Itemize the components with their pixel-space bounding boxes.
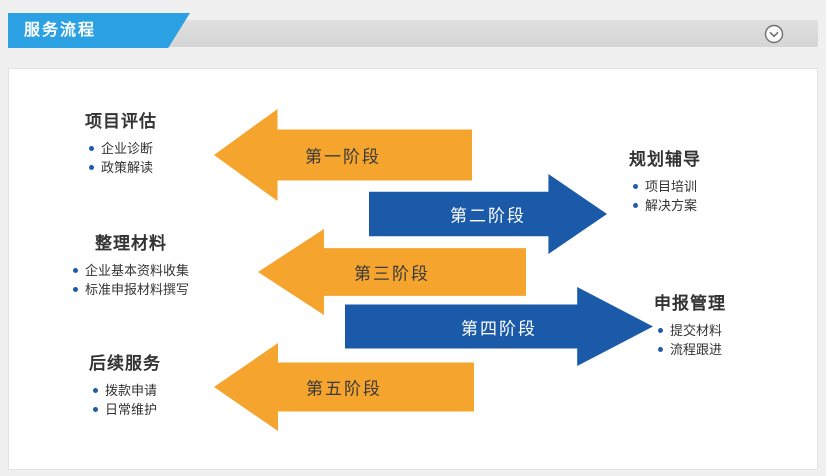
bullet-text: 提交材料 bbox=[669, 323, 722, 338]
right-arrow-shape bbox=[345, 287, 653, 366]
bullet-text: 政策解读 bbox=[100, 160, 153, 175]
stage-bullet-list: 企业基本资料收集 标准申报材料撰写 bbox=[73, 261, 189, 299]
bullet-dot-icon bbox=[92, 407, 98, 412]
flow-panel: 第一阶段 第二阶段 第三阶段 第四阶段 第五阶段 项目评估 企业诊断 政策解读 … bbox=[8, 68, 818, 470]
stage-planning-coaching: 规划辅导 项目培训 解决方案 bbox=[629, 145, 701, 215]
list-item: 企业诊断 bbox=[88, 139, 153, 158]
stage-project-evaluation: 项目评估 企业诊断 政策解读 bbox=[85, 107, 157, 177]
bullet-dot-icon bbox=[88, 146, 94, 151]
bullet-text: 项目培训 bbox=[644, 179, 697, 194]
list-item: 拨款申请 bbox=[92, 381, 157, 400]
stage-application-management: 申报管理 提交材料 流程跟进 bbox=[654, 289, 726, 359]
arrow-phase-4: 第四阶段 bbox=[345, 287, 653, 366]
stage-title: 申报管理 bbox=[654, 294, 726, 313]
bullet-text: 拨款申请 bbox=[104, 383, 157, 398]
bullet-text: 标准申报材料撰写 bbox=[85, 282, 190, 297]
bullet-text: 企业诊断 bbox=[100, 141, 153, 156]
bullet-text: 企业基本资料收集 bbox=[85, 263, 190, 278]
stage-material-preparation: 整理材料 企业基本资料收集 标准申报材料撰写 bbox=[73, 229, 189, 299]
stage-bullet-list: 项目培训 解决方案 bbox=[632, 177, 697, 215]
stage-title: 整理材料 bbox=[95, 234, 167, 253]
chevron-down-circle-icon bbox=[764, 24, 784, 44]
bullet-text: 解决方案 bbox=[644, 198, 697, 213]
list-item: 流程跟进 bbox=[657, 340, 722, 359]
arrow-label: 第三阶段 bbox=[354, 264, 430, 284]
list-item: 项目培训 bbox=[632, 177, 697, 196]
section-title-tab: 服务流程 bbox=[8, 13, 190, 48]
list-item: 提交材料 bbox=[657, 321, 722, 340]
list-item: 政策解读 bbox=[88, 158, 153, 177]
arrow-label: 第五阶段 bbox=[306, 379, 382, 399]
arrow-phase-5: 第五阶段 bbox=[214, 343, 474, 431]
stage-bullet-list: 拨款申请 日常维护 bbox=[92, 381, 157, 419]
list-item: 日常维护 bbox=[92, 400, 157, 419]
stage-follow-up-service: 后续服务 拨款申请 日常维护 bbox=[89, 349, 161, 419]
collapse-button[interactable] bbox=[764, 24, 784, 44]
bullet-dot-icon bbox=[73, 287, 78, 292]
left-arrow-shape bbox=[214, 109, 472, 201]
bullet-dot-icon bbox=[632, 184, 638, 189]
bullet-dot-icon bbox=[92, 388, 98, 393]
arrow-label: 第四阶段 bbox=[461, 319, 537, 338]
section-title: 服务流程 bbox=[24, 22, 97, 39]
arrow-phase-2: 第二阶段 bbox=[369, 174, 607, 254]
list-item: 解决方案 bbox=[632, 196, 697, 215]
stage-title: 规划辅导 bbox=[629, 150, 701, 169]
arrow-label: 第二阶段 bbox=[450, 206, 526, 226]
stage-title: 项目评估 bbox=[85, 112, 157, 131]
list-item: 企业基本资料收集 bbox=[73, 261, 189, 280]
left-arrow-shape bbox=[258, 229, 526, 315]
bullet-dot-icon bbox=[657, 328, 663, 333]
header-bar bbox=[150, 20, 818, 47]
arrow-phase-3: 第三阶段 bbox=[258, 229, 526, 315]
bullet-dot-icon bbox=[73, 268, 78, 273]
stage-title: 后续服务 bbox=[89, 354, 161, 373]
list-item: 标准申报材料撰写 bbox=[73, 280, 189, 299]
bullet-text: 日常维护 bbox=[104, 402, 157, 417]
bullet-text: 流程跟进 bbox=[669, 342, 722, 357]
left-arrow-shape bbox=[214, 343, 474, 431]
bullet-dot-icon bbox=[88, 165, 94, 170]
stage-bullet-list: 企业诊断 政策解读 bbox=[88, 139, 153, 177]
stage-bullet-list: 提交材料 流程跟进 bbox=[657, 321, 722, 359]
bullet-dot-icon bbox=[632, 203, 638, 208]
bullet-dot-icon bbox=[657, 347, 663, 352]
arrow-phase-1: 第一阶段 bbox=[214, 109, 472, 201]
arrow-label: 第一阶段 bbox=[305, 147, 381, 167]
right-arrow-shape bbox=[369, 174, 607, 254]
